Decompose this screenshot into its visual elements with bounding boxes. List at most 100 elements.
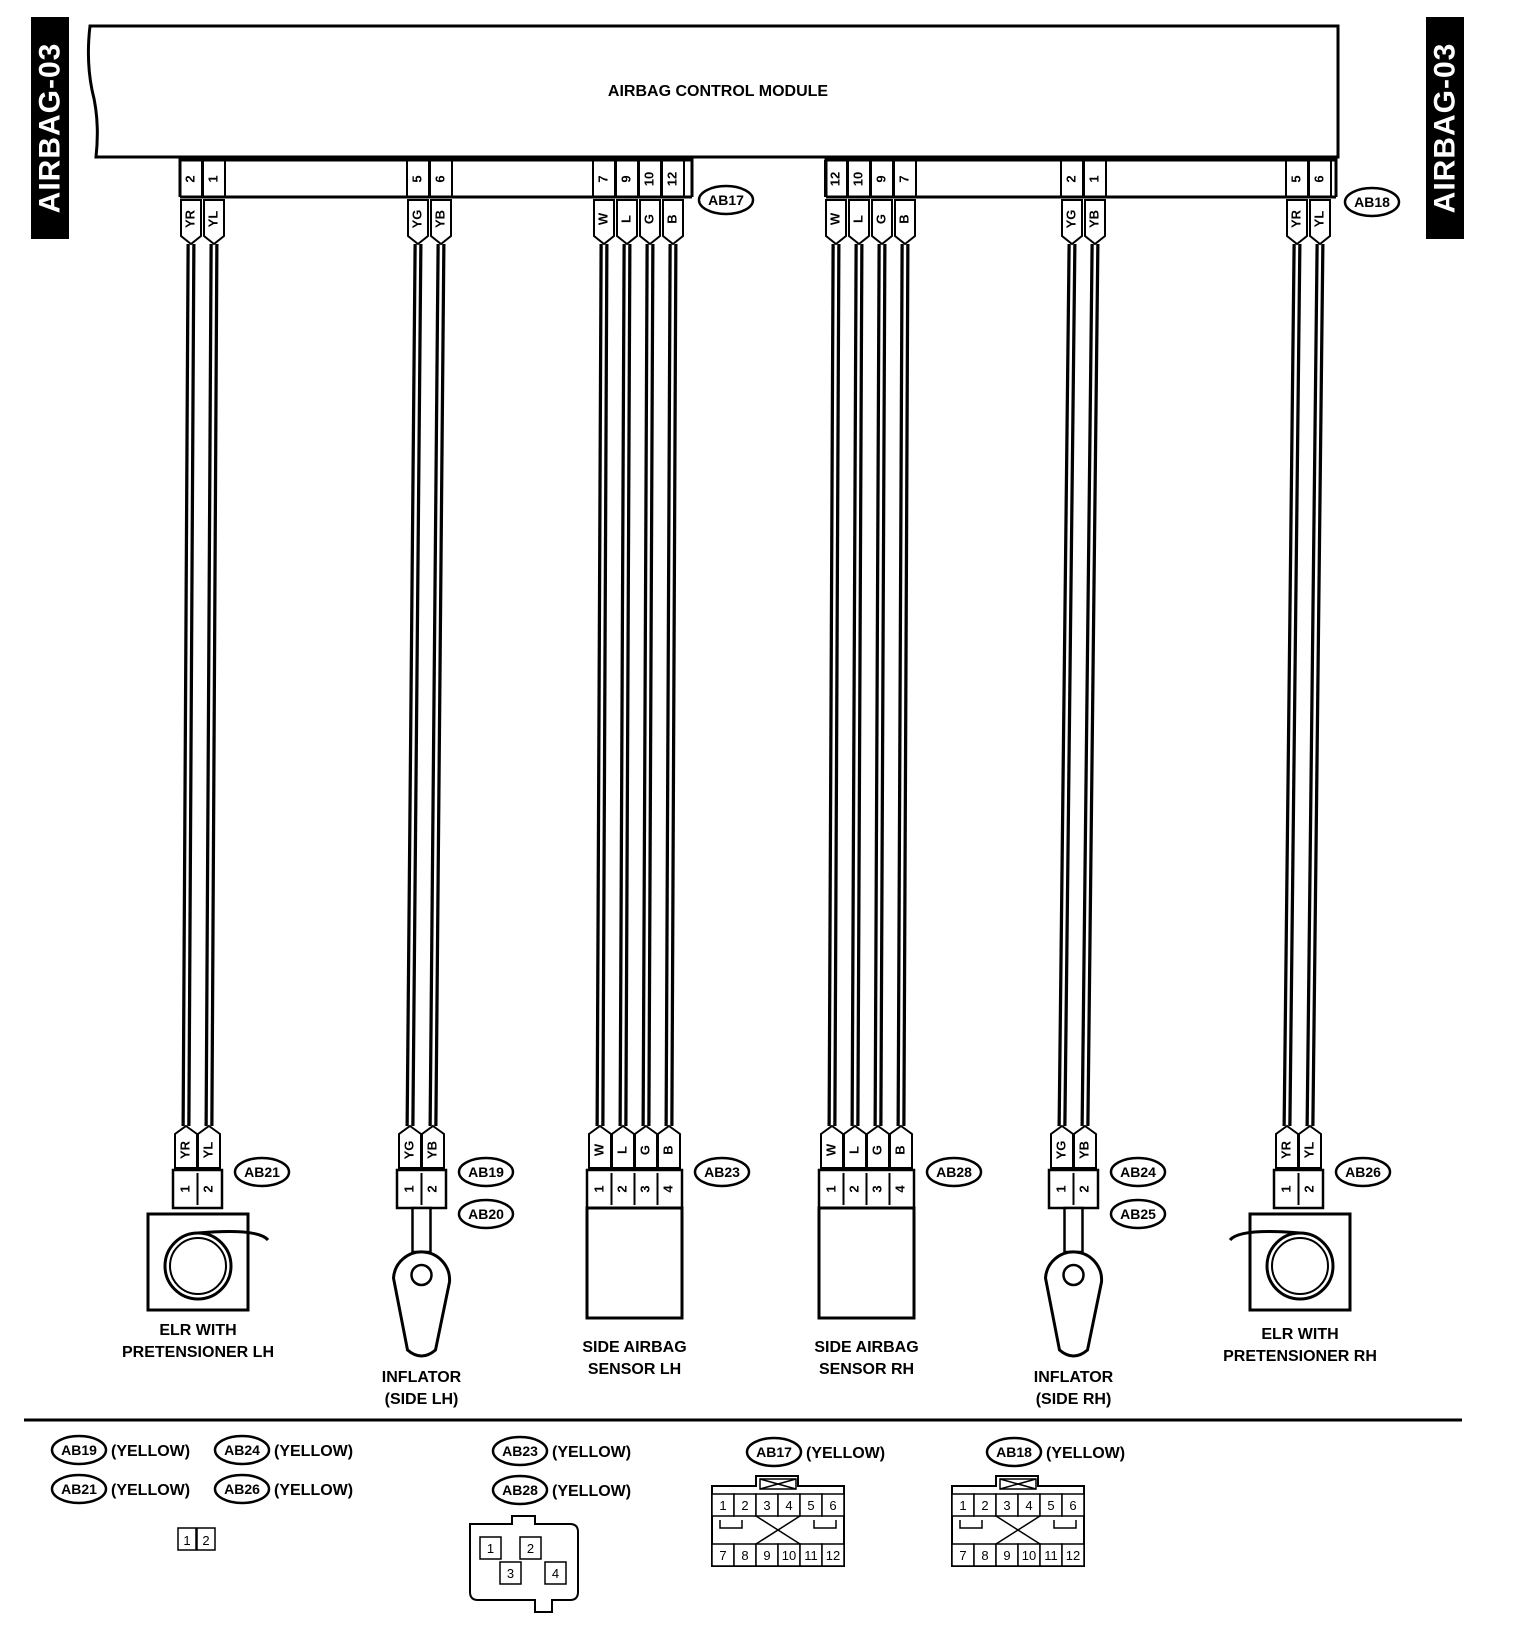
module-wire-tag bbox=[180, 199, 202, 246]
device-wire-code: G bbox=[869, 1145, 884, 1155]
device-name-line: (SIDE RH) bbox=[1036, 1391, 1112, 1408]
device-wire-tag bbox=[197, 1124, 221, 1169]
module-pin-number: 9 bbox=[873, 175, 888, 182]
wire-core bbox=[899, 243, 907, 1127]
legend-4pin-number: 3 bbox=[507, 1566, 514, 1581]
device-conn-id bbox=[1334, 1156, 1392, 1188]
wire-core bbox=[876, 243, 884, 1127]
device-pin-number: 3 bbox=[869, 1185, 884, 1192]
legend-color-label: (YELLOW) bbox=[806, 1445, 885, 1462]
legend-12pin-cell bbox=[1061, 1493, 1085, 1517]
module-title: AIRBAG CONTROL MODULE bbox=[608, 83, 828, 100]
legend-color-label: (YELLOW) bbox=[111, 1482, 190, 1499]
legend-color-label: (YELLOW) bbox=[274, 1443, 353, 1460]
device-name-line: SIDE AIRBAG bbox=[814, 1339, 918, 1356]
legend-12pin-number: 3 bbox=[763, 1498, 770, 1513]
legend-12pin-number: 3 bbox=[1003, 1498, 1010, 1513]
device-wire-tag bbox=[1275, 1124, 1299, 1169]
legend-12pin-number: 2 bbox=[741, 1498, 748, 1513]
module-wire-code: YL bbox=[1311, 211, 1326, 228]
device-wire-code: YR bbox=[177, 1140, 192, 1159]
wire-core bbox=[184, 243, 193, 1127]
legend-4pin-cell bbox=[479, 1536, 502, 1560]
module-pin-number: 7 bbox=[896, 175, 911, 182]
legend-12pin-number: 10 bbox=[1022, 1548, 1036, 1563]
inflator-port bbox=[1062, 1263, 1085, 1287]
device-conn-id bbox=[693, 1156, 751, 1188]
device-pin-number: 4 bbox=[892, 1185, 907, 1193]
control-module-box bbox=[86, 24, 1340, 159]
module-pin-number: 5 bbox=[1288, 175, 1303, 182]
device-name-line: ELR WITH bbox=[1261, 1326, 1338, 1343]
device-wire-tag bbox=[889, 1124, 913, 1169]
wire-core bbox=[644, 243, 652, 1127]
module-pin-number: 1 bbox=[205, 175, 220, 182]
legend-conn-id bbox=[985, 1436, 1043, 1468]
module-wire-tag bbox=[848, 199, 870, 246]
module-wire-tag bbox=[407, 199, 429, 246]
inflator-port bbox=[410, 1263, 433, 1287]
legend-color-label: (YELLOW) bbox=[552, 1483, 631, 1500]
device-name-line: PRETENSIONER LH bbox=[122, 1344, 274, 1361]
legend-12pin-number: 4 bbox=[785, 1498, 792, 1513]
legend-conn-id-label: AB21 bbox=[61, 1481, 97, 1497]
legend-12pin-number: 5 bbox=[1047, 1498, 1054, 1513]
legend-12pin-cell bbox=[1061, 1543, 1085, 1567]
device-wire-code: YL bbox=[1301, 1142, 1316, 1159]
device-wire-code: B bbox=[892, 1145, 907, 1154]
device-wire-tag bbox=[843, 1124, 867, 1169]
device-wire-code: YB bbox=[1076, 1141, 1091, 1159]
module-pin-number: 7 bbox=[595, 175, 610, 182]
legend-conn-id-label: AB28 bbox=[502, 1482, 538, 1498]
device-wire-tag bbox=[866, 1124, 890, 1169]
device-wire-tag bbox=[820, 1124, 844, 1169]
legend-conn-id bbox=[491, 1435, 549, 1467]
device-wire-tag bbox=[611, 1124, 635, 1169]
device-wire-code: YG bbox=[1053, 1141, 1068, 1160]
device-wire-tag bbox=[657, 1124, 681, 1169]
legend-color-label: (YELLOW) bbox=[274, 1482, 353, 1499]
module-wire-code: YR bbox=[182, 209, 197, 228]
legend-12pin-number: 10 bbox=[782, 1548, 796, 1563]
wire-core bbox=[853, 243, 861, 1127]
legend-12pin-latch-x bbox=[759, 1478, 797, 1490]
legend-12pin-number: 6 bbox=[829, 1498, 836, 1513]
device-pin-number: 2 bbox=[424, 1185, 439, 1192]
module-wire-code: YL bbox=[205, 211, 220, 228]
module-pin-number: 6 bbox=[1311, 175, 1326, 182]
device-pin-number: 2 bbox=[1076, 1185, 1091, 1192]
device-name-line: SENSOR RH bbox=[819, 1361, 914, 1378]
legend-12pin-number: 1 bbox=[959, 1498, 966, 1513]
module-wire-code: YR bbox=[1288, 209, 1303, 228]
module-wire-tag bbox=[639, 199, 661, 246]
legend-4pin-cell bbox=[544, 1561, 567, 1585]
device-name-line: ELR WITH bbox=[159, 1322, 236, 1339]
legend-conn-id-label: AB19 bbox=[61, 1442, 97, 1458]
device-name-line: SENSOR LH bbox=[588, 1361, 681, 1378]
device-wire-code: B bbox=[660, 1145, 675, 1154]
device-conn-id bbox=[457, 1156, 515, 1188]
elr-reel bbox=[1265, 1231, 1335, 1301]
legend-12pin-notch bbox=[959, 1520, 983, 1529]
module-wire-tag bbox=[616, 199, 638, 246]
sensor-body bbox=[817, 1206, 916, 1320]
device-pin-number: 2 bbox=[1301, 1185, 1316, 1192]
device-wire-tag bbox=[634, 1124, 658, 1169]
legend-4pin-number: 2 bbox=[527, 1541, 534, 1556]
legend-12pin-key-x bbox=[755, 1515, 801, 1545]
device-pin-number: 1 bbox=[591, 1185, 606, 1192]
legend-color-label: (YELLOW) bbox=[111, 1443, 190, 1460]
module-pin-number: 6 bbox=[432, 175, 447, 182]
legend-12pin-number: 11 bbox=[1044, 1548, 1058, 1563]
legend-conn-id bbox=[50, 1473, 108, 1505]
legend-conn-id bbox=[50, 1434, 108, 1466]
module-pin-number: 10 bbox=[850, 172, 865, 186]
device-conn-id bbox=[925, 1156, 983, 1188]
wire-core bbox=[830, 243, 838, 1127]
module-wire-code: W bbox=[827, 212, 842, 225]
module-wire-code: L bbox=[850, 215, 865, 223]
module-wire-tag bbox=[894, 199, 916, 246]
device-pin-number: 4 bbox=[660, 1185, 675, 1193]
